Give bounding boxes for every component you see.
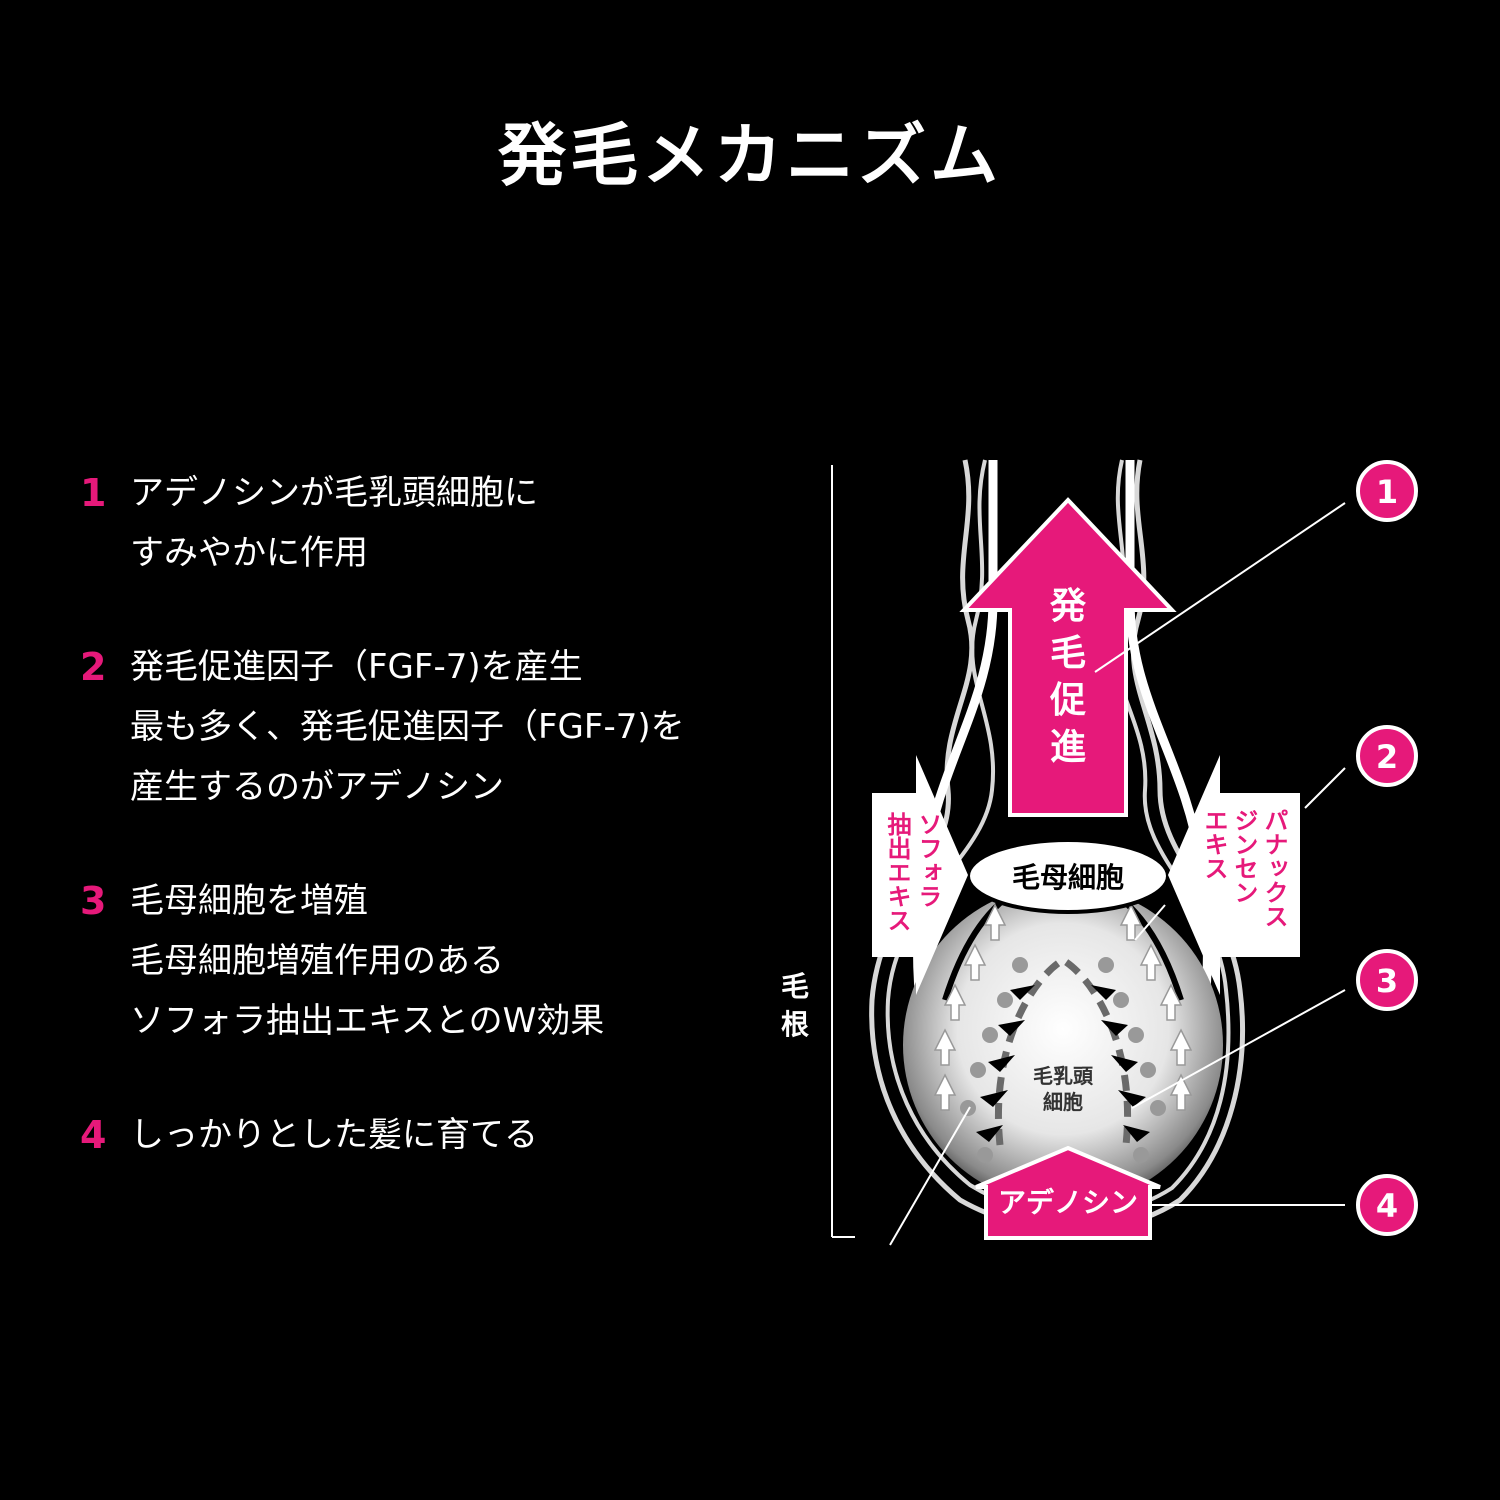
badge-4: 4	[1356, 1174, 1418, 1236]
growth-arrow-label-3: 促	[1049, 680, 1086, 721]
step-text: 産生するのがアデノシン	[130, 767, 504, 807]
sophora-label-2: 抽出エキス	[883, 812, 911, 932]
hair-root-label-1: 毛	[781, 970, 809, 1003]
sophora-label-1: ソフォラ	[914, 812, 942, 908]
step-number: 2	[80, 645, 107, 689]
badge-2: 2	[1356, 725, 1418, 787]
page-title: 発毛メカニズム	[497, 117, 1002, 196]
growth-arrow	[959, 497, 1177, 817]
sophora-arrow	[872, 755, 968, 995]
step-text: 最も多く、発毛促進因子（FGF-7)を	[130, 707, 685, 747]
step-number: 1	[80, 471, 107, 515]
badge-1: 1	[1356, 460, 1418, 522]
step-text: 発毛促進因子（FGF-7)を産生	[130, 647, 583, 687]
leader-lines	[889, 502, 1346, 1246]
hair-root-bracket	[831, 465, 855, 1238]
adenosine-label: アデノシン	[998, 1186, 1138, 1219]
step-text: しっかりとした髪に育てる	[130, 1115, 538, 1155]
growth-arrow-label-2: 毛	[1050, 633, 1086, 674]
papilla-label-2: 細胞	[1043, 1090, 1083, 1114]
growth-arrow-label-4: 進	[1050, 727, 1086, 768]
matrix-growth-arrows	[933, 903, 1193, 1111]
step-number: 4	[80, 1113, 107, 1157]
badge-1-number: 1	[1376, 473, 1398, 511]
step-1: 1 アデノシンが毛乳頭細胞に すみやかに作用	[80, 463, 780, 583]
step-text: 毛母細胞増殖作用のある	[130, 941, 504, 981]
panax-label-2: ジンセン	[1230, 808, 1258, 904]
panax-arrow	[1168, 755, 1300, 995]
hair-root-label-2: 根	[781, 1008, 809, 1041]
badge-3-number: 3	[1376, 962, 1398, 1000]
step-text: すみやかに作用	[130, 533, 368, 573]
panax-label-1: パナックス	[1260, 808, 1288, 928]
step-text: 毛母細胞を増殖	[130, 881, 368, 921]
step-text: ソフォラ抽出エキスとのW効果	[130, 1001, 605, 1041]
matrix-cell-ellipse	[966, 838, 1170, 914]
papilla-label-1: 毛乳頭	[1033, 1064, 1094, 1088]
cell-dots	[960, 957, 1166, 1163]
step-4: 4 しっかりとした髪に育てる	[80, 1105, 780, 1165]
step-2: 2 発毛促進因子（FGF-7)を産生 最も多く、発毛促進因子（FGF-7)を 産…	[80, 637, 780, 817]
panax-label-3: エキス	[1200, 808, 1228, 880]
badge-3: 3	[1356, 949, 1418, 1011]
badge-2-number: 2	[1376, 738, 1398, 776]
step-3: 3 毛母細胞を増殖 毛母細胞増殖作用のある ソフォラ抽出エキスとのW効果	[80, 871, 780, 1051]
step-list: 1 アデノシンが毛乳頭細胞に すみやかに作用 2 発毛促進因子（FGF-7)を産…	[80, 463, 780, 1219]
matrix-cell-label: 毛母細胞	[1012, 861, 1124, 894]
step-text: アデノシンが毛乳頭細胞に	[130, 473, 538, 513]
papilla-arrows	[976, 985, 1150, 1142]
growth-arrow-label-1: 発	[1050, 586, 1087, 627]
adenosine-arrow	[975, 1145, 1161, 1240]
step-number: 3	[80, 879, 107, 923]
badge-4-number: 4	[1376, 1187, 1398, 1225]
